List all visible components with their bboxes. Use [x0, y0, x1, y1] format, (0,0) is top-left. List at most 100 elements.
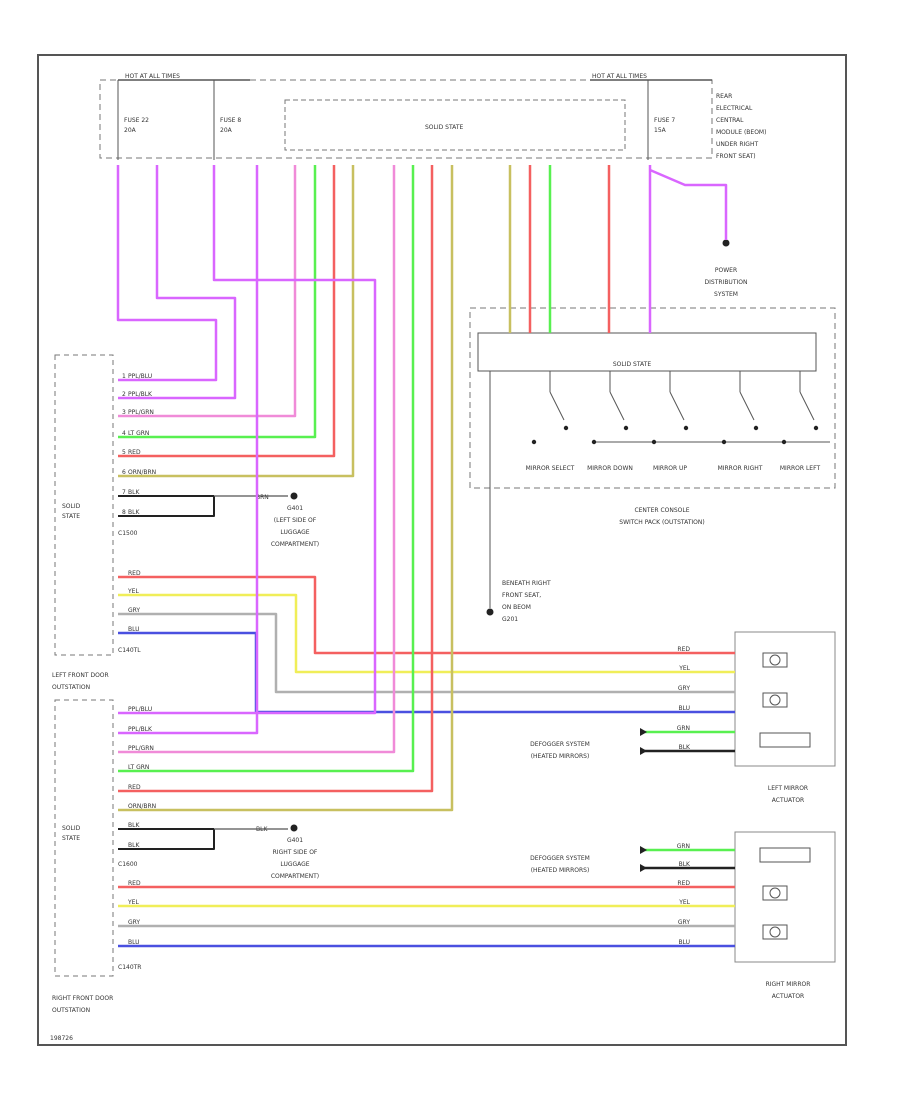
right-wire-ppl-blk-1 [118, 165, 259, 735]
left-wire-ppl-blk-1 [118, 165, 237, 400]
switch-contact-3 [753, 425, 759, 431]
fuse-a-label: FUSE 22 [124, 117, 149, 124]
right-c1600-wire-label-4: RED [128, 784, 141, 791]
right-connector-1: C1600 [118, 861, 138, 868]
beneath-seat-line-2: ON BEOM [502, 604, 531, 611]
right-mirror-wire-label-1: YEL [678, 899, 690, 906]
left-c1500-pin-1: 2 [122, 391, 126, 398]
right-ground-line-2: LUGGAGE [280, 861, 309, 868]
switch-blade-0 [549, 391, 565, 421]
switch-common-dot-4 [781, 439, 787, 445]
right-mirror-motor-ud-rotor [769, 887, 781, 899]
switch-blade-1 [609, 391, 625, 421]
wire-layer [116, 165, 735, 948]
right-solid-state-line-0: SOLID [62, 825, 81, 832]
right-door-outline [54, 699, 114, 977]
rear-electrical-module-box [99, 79, 713, 159]
left-c1500-pin-0: 1 [122, 373, 126, 380]
footer-code: 198726 [50, 1035, 73, 1042]
left-c140tl-wire-label-0: RED [128, 570, 141, 577]
left-mirror-motor-lr-body [762, 692, 788, 708]
right-defog-arrow-grn [640, 846, 647, 854]
left-defogger-line-1: (HEATED MIRRORS) [531, 753, 590, 760]
rear-module-line-2: CENTRAL [716, 117, 744, 124]
left-c1500-wire-label-0: PPL/BLU [128, 373, 152, 380]
left-c1500-pin-3: 4 [122, 430, 126, 437]
right-c1600-wire-label-6: BLK [128, 822, 140, 829]
right-wire-lt-grn-1 [118, 165, 415, 773]
right-c1600-wire-label-3: LT GRN [128, 764, 149, 771]
console-caption-1: SWITCH PACK (OUTSTATION) [619, 519, 704, 526]
hot-at-all-times-label-2: HOT AT ALL TIMES [592, 73, 647, 80]
switch-blade-4 [799, 391, 815, 421]
left-c1500-wire-label-4: RED [128, 449, 141, 456]
left-c1500-pin-6: 7 [122, 489, 126, 496]
left-wire-blk-2 [118, 496, 215, 517]
mirror-select-label: MIRROR SELECT [526, 465, 575, 472]
right-mirror-wire-label-2: GRY [678, 919, 690, 926]
right-wire-ppl-blu-1 [118, 165, 377, 715]
left-door-caption-1: OUTSTATION [52, 684, 90, 691]
right-c1600-wire-label-7: BLK [128, 842, 140, 849]
right-defogger-line-1: (HEATED MIRRORS) [531, 867, 590, 874]
power-distribution-wire [649, 168, 728, 240]
left-wire-ppl-blu-1 [116, 165, 218, 382]
right-c140tr-wire-label-0: RED [128, 880, 141, 887]
rear-module-line-4: UNDER RIGHT [716, 141, 758, 148]
left-defogger-line-0: DEFOGGER SYSTEM [530, 741, 590, 748]
right-defog-wire-label-1: BLK [679, 861, 691, 868]
left-mirror-wire-label-2: GRY [678, 685, 690, 692]
fuse-a-rating: 20A [124, 127, 137, 134]
left-c140tl-wire-label-3: BLU [128, 626, 140, 633]
left-mirror-motor-ud-body [762, 652, 788, 668]
right-c140tr-wire-label-1: YEL [127, 899, 139, 906]
left-c1500-pin-5: 6 [122, 469, 126, 476]
left-c140tl-wire-label-2: GRY [128, 607, 140, 614]
console-caption-0: CENTER CONSOLE [634, 507, 689, 514]
left-defog-arrow-blk [640, 747, 647, 755]
rear-module-line-3: MODULE (BEOM) [716, 129, 766, 136]
left-c1500-wire-label-1: PPL/BLK [128, 391, 153, 398]
right-mirror-actuator-box [734, 831, 836, 963]
fuse-c-label: FUSE 7 [654, 117, 675, 124]
left-mirror-wire-label-3: BLU [678, 705, 690, 712]
left-c140tl-wire-label-1: YEL [127, 588, 139, 595]
right-mirror-motor-lr-rotor [769, 926, 781, 938]
switch-contact-4 [813, 425, 819, 431]
left-wire-red-1 [118, 165, 336, 458]
fuse-c-rating: 15A [654, 127, 667, 134]
right-door-caption-1: OUTSTATION [52, 1007, 90, 1014]
switch-blade-3 [739, 391, 755, 421]
switch-common-dot-1 [591, 439, 597, 445]
right-wire-red-1 [118, 165, 434, 793]
left-mirror-wire-yel [118, 593, 735, 674]
right-defog-wire-label-0: GRN [677, 843, 690, 850]
beneath-seat-line-0: BENEATH RIGHT [502, 580, 551, 587]
left-ground-line-1: (LEFT SIDE OF [274, 517, 317, 524]
right-mirror-caption-0: RIGHT MIRROR [766, 981, 811, 988]
left-wire-orn-brn-1 [118, 165, 355, 478]
fuse-b-rating: 20A [220, 127, 233, 134]
left-ground-line-2: LUGGAGE [280, 529, 309, 536]
right-mirror-heater [759, 847, 811, 863]
left-mirror-wire-label-0: RED [677, 646, 690, 653]
right-ground-line-1: RIGHT SIDE OF [273, 849, 318, 856]
right-solid-state-line-1: STATE [62, 835, 80, 842]
switch-contact-1 [623, 425, 629, 431]
power-distribution-node [722, 239, 730, 247]
switch-contact-2 [683, 425, 689, 431]
switch-common-dot-0 [531, 439, 537, 445]
switch-common-dot-2 [651, 439, 657, 445]
beneath-seat-line-3: G201 [502, 616, 518, 623]
left-connector-1: C1500 [118, 530, 138, 537]
left-mirror-wire-label-1: YEL [678, 665, 690, 672]
hot-at-all-times-label: HOT AT ALL TIMES [125, 73, 180, 80]
right-c140tr-wire-label-2: GRY [128, 919, 140, 926]
solid-state-box-top [284, 99, 626, 151]
right-ground-line-3: COMPARTMENT) [271, 873, 319, 880]
right-c140tr-wire-label-3: BLU [128, 939, 140, 946]
right-defog-arrow-blk [640, 864, 647, 872]
left-ground-node [290, 492, 298, 500]
